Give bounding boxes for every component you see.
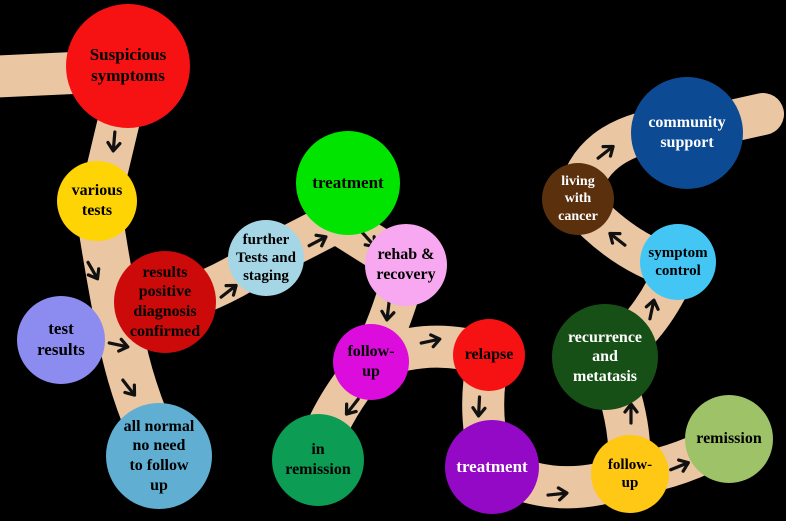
node-label: various tests: [71, 182, 123, 219]
node-results-positive: results positive diagnosis confirmed: [114, 251, 216, 353]
node-label: follow- up: [607, 456, 653, 491]
node-recurrence-metatasis: recurrence and metatasis: [552, 304, 658, 410]
flow-arrow-icon: [669, 458, 690, 473]
node-all-normal: all normal no need to follow up: [106, 403, 212, 509]
flow-arrow-icon: [644, 298, 660, 321]
node-suspicious-symptoms: Suspicious symptoms: [66, 4, 190, 128]
flow-arrow-icon: [344, 397, 360, 416]
node-label: community support: [648, 114, 726, 151]
node-label: remission: [696, 430, 762, 448]
node-label: relapse: [464, 346, 514, 364]
node-label: treatment: [312, 172, 384, 192]
node-symptom-control: symptom control: [640, 224, 716, 300]
flow-arrow-icon: [107, 337, 130, 353]
node-further-tests-staging: further Tests and staging: [228, 220, 304, 296]
node-test-results: test results: [17, 296, 105, 384]
node-treatment-first: treatment: [296, 131, 400, 235]
node-label: rehab & recovery: [376, 246, 436, 283]
flow-arrow-icon: [86, 260, 101, 281]
node-label: living with cancer: [558, 174, 598, 224]
node-in-remission: in remission: [272, 414, 364, 506]
flow-arrow-icon: [596, 144, 615, 160]
flow-arrow-icon: [219, 283, 238, 299]
node-follow-up-second: follow- up: [591, 435, 669, 513]
node-label: test results: [37, 319, 85, 359]
node-rehab-recovery: rehab & recovery: [365, 224, 447, 306]
node-label: recurrence and metatasis: [567, 328, 643, 385]
node-various-tests: various tests: [57, 161, 137, 241]
node-label: symptom control: [648, 244, 708, 279]
flow-arrow-icon: [546, 486, 569, 502]
flow-arrow-icon: [623, 402, 639, 425]
flow-arrows: [86, 130, 690, 502]
flow-arrow-icon: [380, 299, 396, 322]
flow-arrow-icon: [106, 130, 122, 153]
node-relapse: relapse: [453, 319, 525, 391]
flow-arrow-icon: [419, 333, 442, 349]
node-remission: remission: [685, 395, 773, 483]
node-follow-up-first: follow- up: [333, 324, 409, 400]
node-label: treatment: [456, 456, 528, 476]
node-label: results positive diagnosis confirmed: [129, 263, 201, 340]
flow-arrow-icon: [608, 231, 627, 247]
node-label: all normal no need to follow up: [123, 417, 195, 494]
node-living-with-cancer: living with cancer: [542, 163, 614, 235]
flow-arrow-icon: [121, 378, 137, 397]
node-label: further Tests and staging: [236, 231, 296, 285]
node-community-support: community support: [631, 77, 743, 189]
flow-arrow-icon: [307, 233, 328, 248]
node-label: Suspicious symptoms: [89, 45, 167, 85]
node-treatment-second: treatment: [445, 420, 539, 514]
node-label: follow- up: [347, 343, 395, 380]
node-label: in remission: [285, 441, 351, 478]
flow-arrow-icon: [471, 395, 487, 418]
